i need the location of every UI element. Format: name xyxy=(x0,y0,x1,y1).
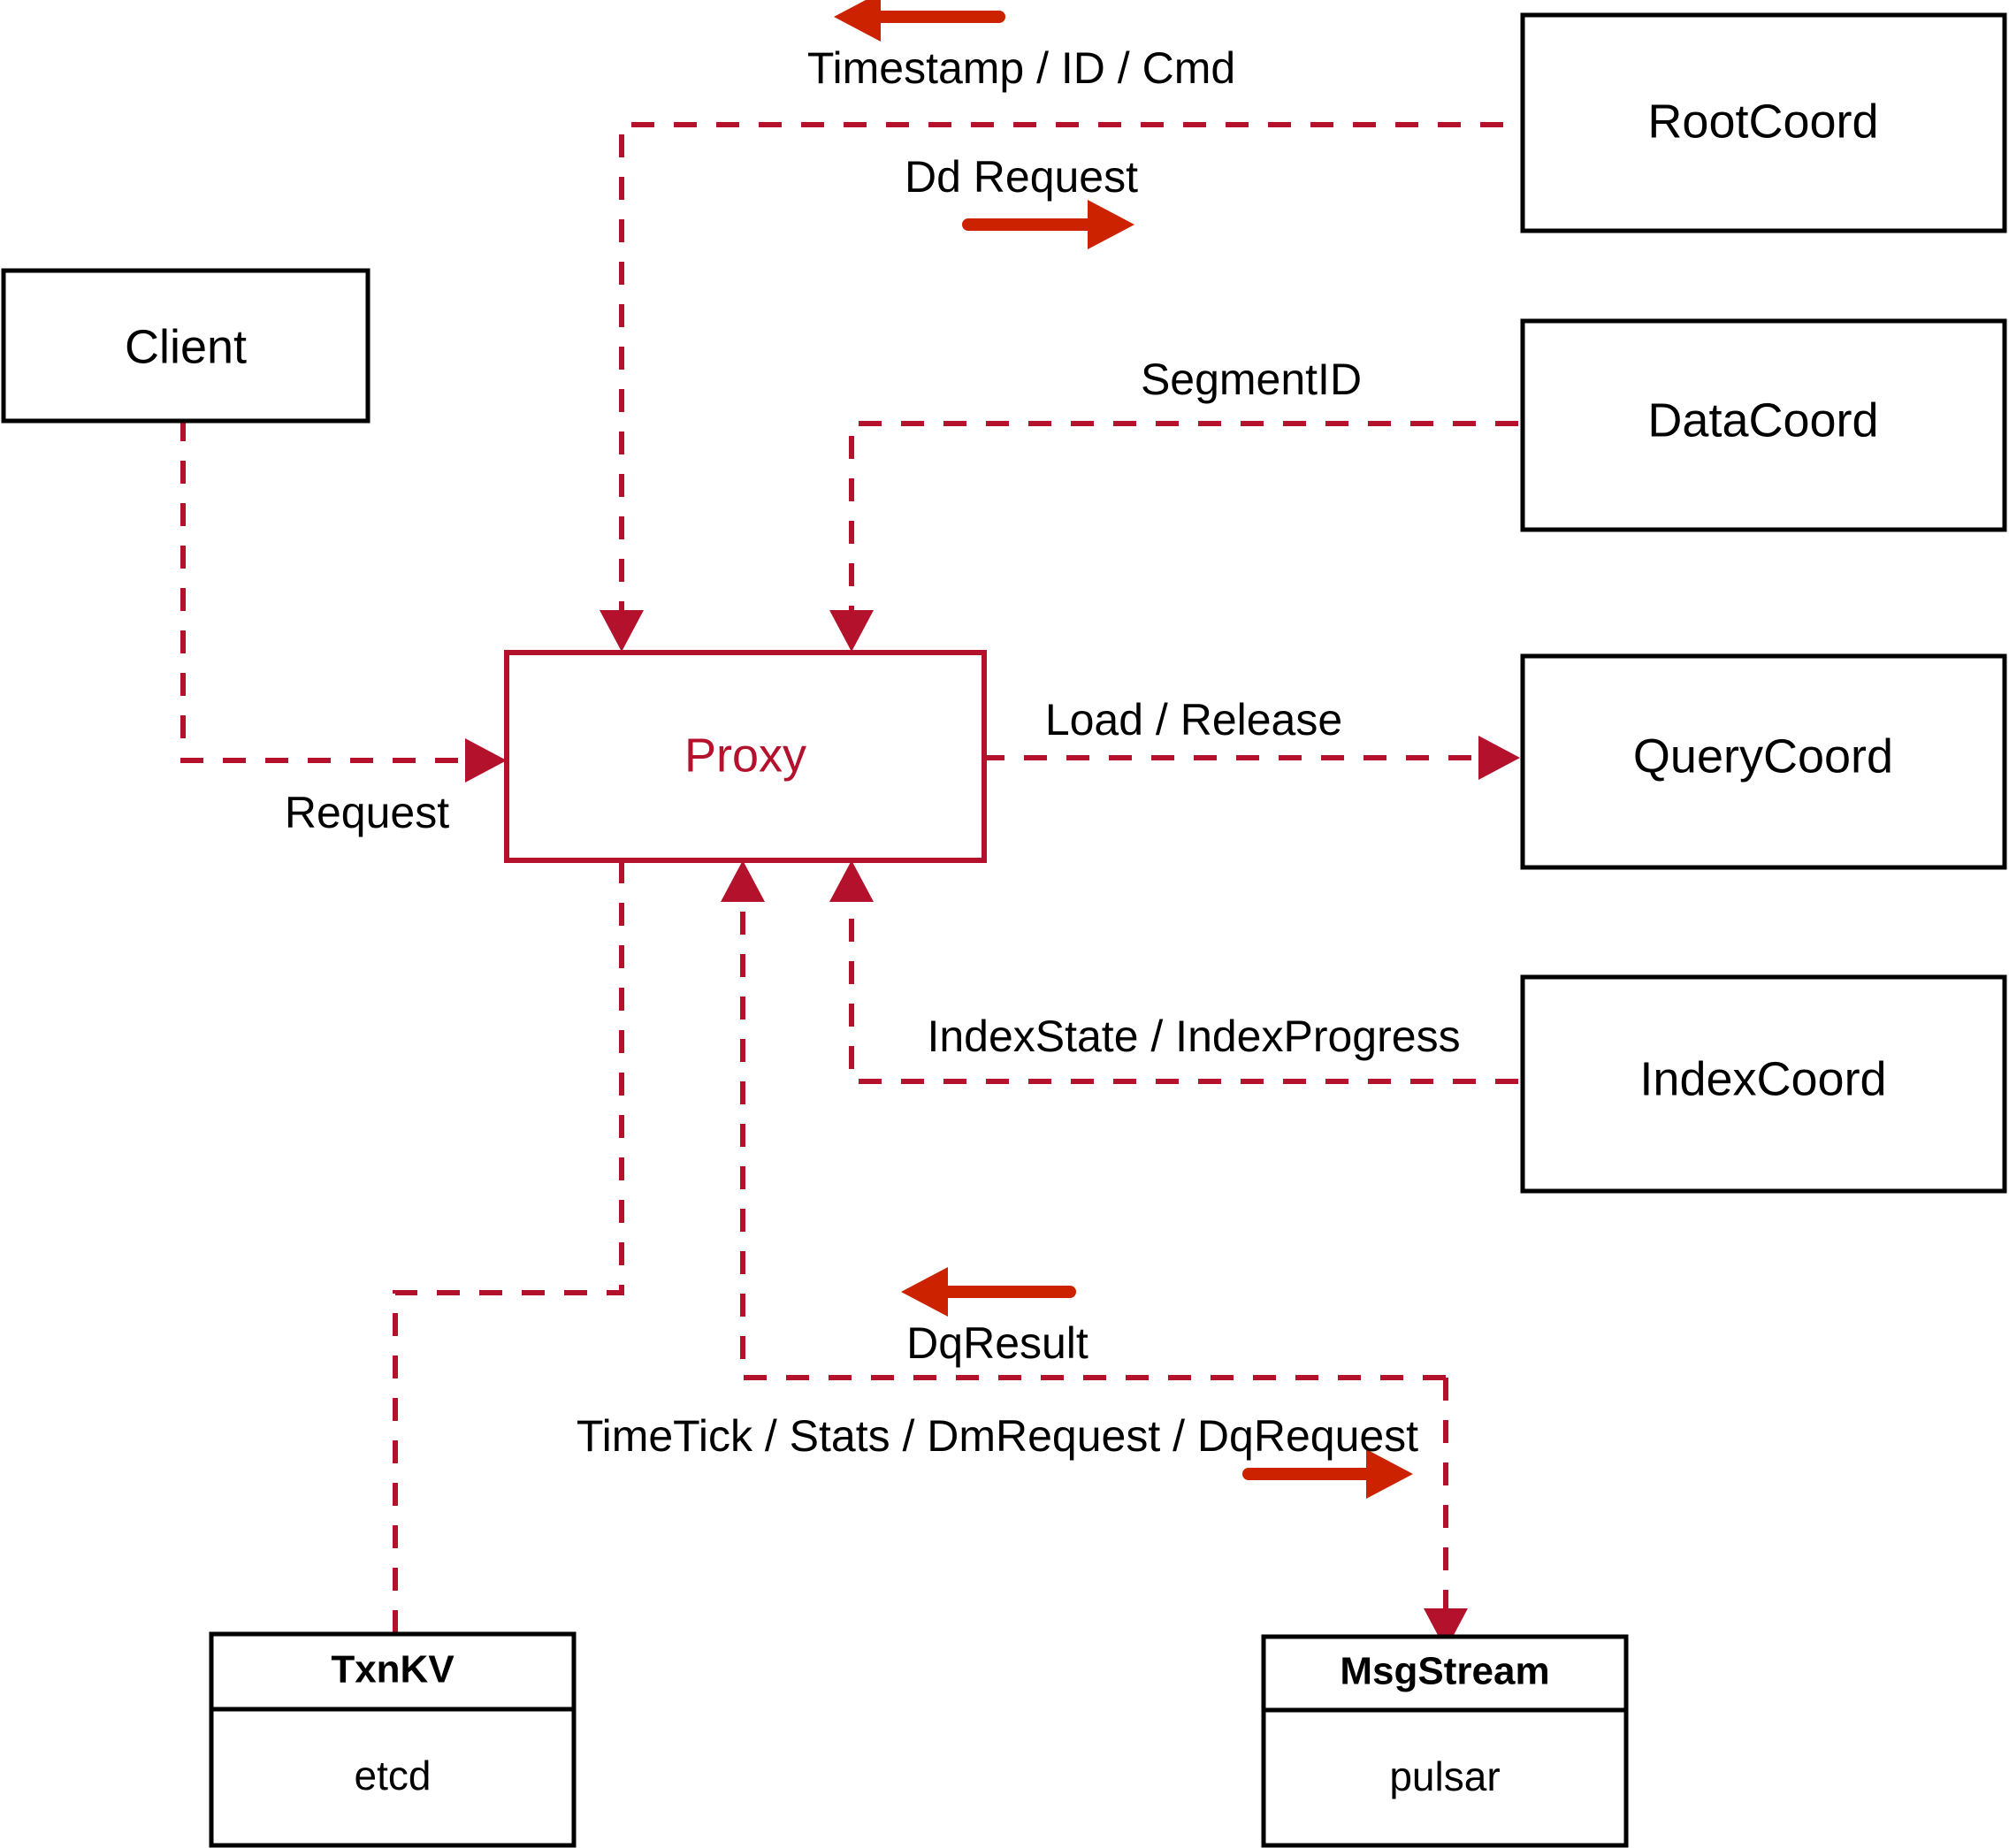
direction-arrow-dq-request-right xyxy=(1242,1449,1413,1499)
node-txnkv-impl-label: etcd xyxy=(355,1753,432,1798)
edge-segment-id xyxy=(829,421,1518,652)
node-proxy-label: Proxy xyxy=(684,729,806,782)
node-index-coord[interactable]: IndexCoord xyxy=(1520,974,2007,1194)
node-query-coord-label: QueryCoord xyxy=(1633,729,1893,783)
edge-index-state-progress xyxy=(829,860,1518,1084)
edge-request xyxy=(180,376,507,783)
direction-arrow-dq-result-left xyxy=(901,1267,1076,1317)
edge-label-dd-request: Dd Request xyxy=(905,152,1138,202)
direction-arrow-timestamp-left xyxy=(834,0,1005,42)
node-txnkv[interactable]: TxnKV etcd xyxy=(209,1631,577,1848)
node-index-coord-label: IndexCoord xyxy=(1639,1052,1886,1105)
edge-timestamp-id-cmd xyxy=(600,122,1503,652)
edge-label-segment-id: SegmentID xyxy=(1141,355,1362,404)
node-msgstream-label: MsgStream xyxy=(1340,1650,1549,1693)
edge-label-dq-result: DqResult xyxy=(906,1318,1089,1368)
node-query-coord[interactable]: QueryCoord xyxy=(1520,653,2007,870)
edge-proxy-txnkv xyxy=(393,860,624,1634)
edge-label-timestamp-id-cmd: Timestamp / ID / Cmd xyxy=(807,43,1235,93)
node-data-coord[interactable]: DataCoord xyxy=(1520,318,2007,532)
edge-label-index-state-progress: IndexState / IndexProgress xyxy=(927,1012,1460,1061)
edge-timetick-stats-dm-dq xyxy=(1424,1378,1468,1650)
node-root-coord-label: RootCoord xyxy=(1647,95,1878,148)
node-client-label: Client xyxy=(125,320,247,373)
node-proxy[interactable]: Proxy xyxy=(504,650,987,863)
node-data-coord-label: DataCoord xyxy=(1647,393,1878,447)
node-txnkv-label: TxnKV xyxy=(331,1648,455,1691)
edge-dq-result xyxy=(721,860,1446,1380)
node-client[interactable]: Client xyxy=(1,268,370,424)
node-msgstream[interactable]: MsgStream pulsar xyxy=(1261,1634,1629,1848)
node-root-coord[interactable]: RootCoord xyxy=(1520,12,2007,233)
edge-label-timetick-stats-dm-dq: TimeTick / Stats / DmRequest / DqRequest xyxy=(577,1411,1418,1461)
direction-arrow-dd-request-right xyxy=(962,200,1134,249)
node-msgstream-impl-label: pulsar xyxy=(1389,1753,1500,1799)
edge-label-load-release: Load / Release xyxy=(1045,695,1342,745)
edge-label-request: Request xyxy=(285,788,449,837)
edge-load-release xyxy=(982,736,1520,780)
